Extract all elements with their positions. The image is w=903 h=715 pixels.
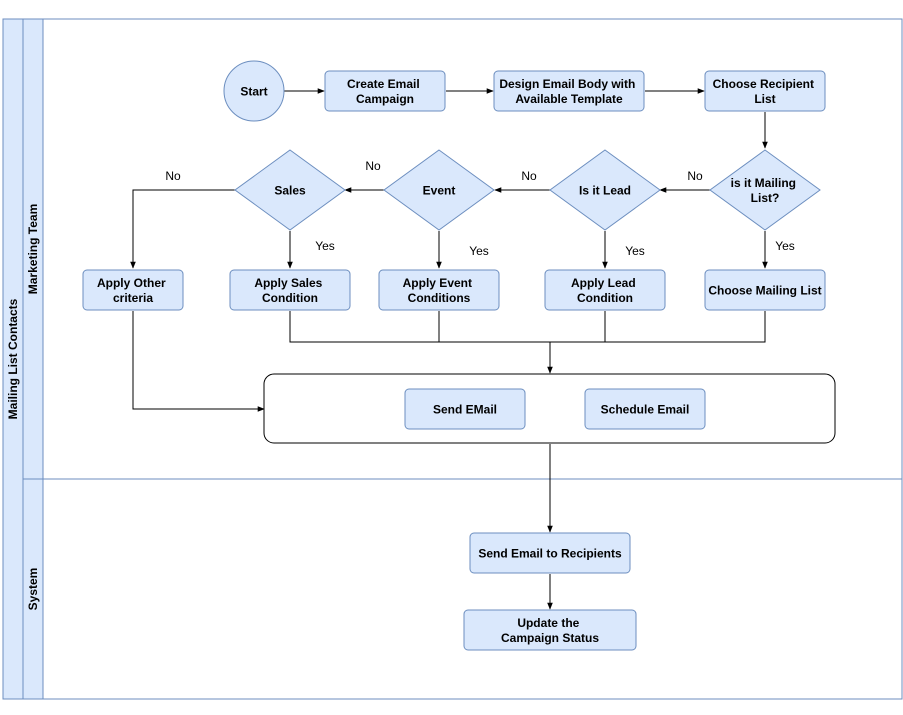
- send-email-node[interactable]: Send EMail: [404, 388, 526, 430]
- send-email-line-1: Send EMail: [433, 403, 497, 417]
- label-mailing-yes: Yes: [775, 239, 795, 253]
- choose-mailing-list-line-1: Choose Mailing List: [708, 284, 821, 298]
- pool-label: Mailing List Contacts: [6, 298, 20, 419]
- choose-recipient-line-1: Choose Recipient: [713, 77, 814, 91]
- label-lead-yes: Yes: [625, 244, 645, 258]
- label-lead-no: No: [521, 169, 537, 183]
- choose-recipient-node[interactable]: Choose Recipient List: [704, 70, 826, 112]
- label-mailing-no: No: [687, 169, 703, 183]
- apply-sales-node[interactable]: Apply Sales Condition: [229, 269, 351, 311]
- update-status-line-2: Campaign Status: [501, 631, 599, 645]
- apply-other-line-1: Apply Other: [97, 276, 166, 290]
- send-group-container: [263, 373, 836, 444]
- svg-text:Apply Lead Condition: Apply Lead Condition: [571, 276, 639, 305]
- send-to-recipients-line-1: Send Email to Recipients: [478, 547, 622, 561]
- svg-text:Choose Mailing List: Choose Mailing List: [708, 284, 821, 298]
- edge-sales-to-apply-other: [130, 189, 235, 269]
- nodes: Start Create Email Campaign Design Email…: [82, 60, 836, 651]
- apply-other-node[interactable]: Apply Other criteria: [82, 269, 184, 311]
- svg-text:Design Email Body with: Design Email Body with Available Templat…: [499, 77, 638, 106]
- is-lead-line-1: Is it Lead: [579, 184, 631, 198]
- start-node-line-1: Start: [240, 85, 267, 99]
- apply-other-line-2: criteria: [113, 291, 153, 305]
- label-sales-no: No: [165, 169, 181, 183]
- design-body-node[interactable]: Design Email Body with Available Templat…: [493, 70, 645, 112]
- svg-text:Is it Lead: Is it Lead: [579, 184, 631, 198]
- lane-label-system: System: [26, 568, 40, 611]
- svg-text:Send EMail: Send EMail: [433, 403, 497, 417]
- schedule-email-line-1: Schedule Email: [601, 403, 690, 417]
- svg-text:Sales: Sales: [274, 184, 306, 198]
- svg-text:Send Email to Recipients: Send Email to Recipients: [478, 547, 622, 561]
- svg-text:Create Email Campaign: Create Email Campaign: [347, 77, 423, 106]
- svg-text:Event: Event: [423, 184, 456, 198]
- apply-event-line-1: Apply Event: [403, 276, 472, 290]
- apply-lead-line-2: Condition: [577, 291, 633, 305]
- event-line-1: Event: [423, 184, 456, 198]
- apply-event-node[interactable]: Apply Event Conditions: [378, 269, 500, 311]
- lane-label-marketing: Marketing Team: [26, 204, 40, 294]
- svg-text:Update the Campaign St: Update the Campaign Status: [501, 616, 599, 645]
- event-decision[interactable]: Event: [383, 149, 495, 231]
- svg-text:is it Mailing List?: is it Mailing List?: [731, 176, 800, 205]
- start-node[interactable]: Start: [223, 60, 285, 122]
- label-event-no: No: [365, 159, 381, 173]
- edge-conditions-merge: [289, 311, 766, 343]
- apply-lead-node[interactable]: Apply Lead Condition: [544, 269, 666, 311]
- choose-mailing-list-node[interactable]: Choose Mailing List: [704, 269, 826, 311]
- schedule-email-node[interactable]: Schedule Email: [584, 388, 706, 430]
- update-status-line-1: Update the: [517, 616, 579, 630]
- edge-labels: No Yes No Yes No Yes No Yes: [165, 159, 794, 258]
- apply-sales-line-1: Apply Sales: [254, 276, 322, 290]
- sales-decision[interactable]: Sales: [234, 149, 346, 231]
- create-campaign-line-1: Create Email: [347, 77, 420, 91]
- apply-sales-line-2: Condition: [262, 291, 318, 305]
- design-body-line-2: Available Template: [515, 92, 623, 106]
- is-mailing-list-decision[interactable]: is it Mailing List?: [709, 149, 821, 231]
- create-campaign-line-2: Campaign: [356, 92, 414, 106]
- choose-recipient-line-2: List: [754, 92, 775, 106]
- svg-text:Apply Event Conditions: Apply Event Conditions: [403, 276, 476, 305]
- is-mailing-list-line-2: List?: [751, 191, 780, 205]
- svg-text:Schedule Email: Schedule Email: [601, 403, 690, 417]
- design-body-line-1: Design Email Body with: [499, 77, 635, 91]
- label-sales-yes: Yes: [315, 239, 335, 253]
- apply-event-line-2: Conditions: [408, 291, 471, 305]
- update-status-node[interactable]: Update the Campaign Status: [463, 609, 637, 651]
- edges: [130, 88, 768, 610]
- svg-text:Choose Recipient List: Choose Recipient List: [713, 77, 818, 106]
- is-mailing-list-line-1: is it Mailing: [731, 176, 796, 190]
- lane-system-body: [42, 478, 903, 700]
- swimlane-pool: Mailing List Contacts Marketing Team Sys…: [2, 18, 903, 700]
- svg-text:Start: Start: [240, 85, 267, 99]
- create-campaign-node[interactable]: Create Email Campaign: [324, 70, 446, 112]
- svg-text:Apply Other criteria: Apply Other criteria: [97, 276, 169, 305]
- edge-apply-other-to-send-group: [132, 311, 265, 412]
- sales-line-1: Sales: [274, 184, 306, 198]
- is-lead-decision[interactable]: Is it Lead: [549, 149, 661, 231]
- send-to-recipients-node[interactable]: Send Email to Recipients: [469, 532, 631, 574]
- svg-text:Apply Sales Condition: Apply Sales Condition: [254, 276, 325, 305]
- apply-lead-line-1: Apply Lead: [571, 276, 636, 290]
- label-event-yes: Yes: [469, 244, 489, 258]
